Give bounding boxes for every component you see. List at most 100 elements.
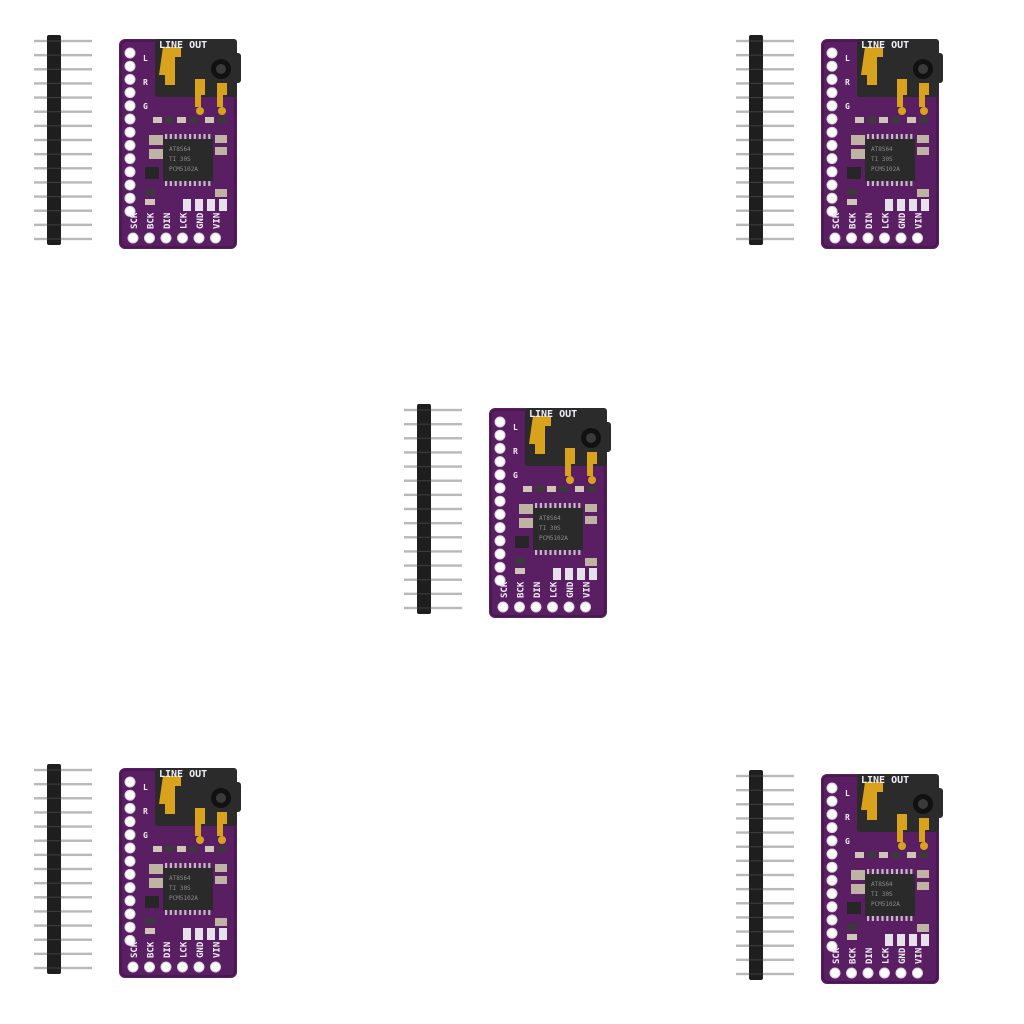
pin-label-din: DIN: [163, 213, 173, 229]
bottom-pad: [127, 961, 139, 973]
side-pad: [826, 861, 838, 873]
pin-label-bck: BCK: [849, 212, 859, 229]
header-pin: [34, 195, 92, 198]
bottom-pad: [210, 961, 221, 973]
header-pin: [736, 916, 794, 919]
header-pin: [34, 209, 92, 212]
header-pin: [736, 958, 794, 962]
pin-label-bck: BCK: [147, 941, 157, 958]
channel-label: L: [845, 789, 850, 798]
side-pad: [124, 179, 136, 191]
pin-label-din: DIN: [163, 942, 173, 958]
side-pad: [494, 495, 506, 507]
side-pad: [124, 139, 136, 151]
side-pad: [826, 927, 838, 939]
header-pin: [404, 465, 462, 468]
side-pad: [494, 456, 506, 468]
bottom-pad: [144, 232, 155, 244]
pin-label-gnd: GND: [196, 212, 206, 229]
side-pad: [826, 73, 838, 85]
chip-marking-2: TI 30S: [169, 885, 191, 892]
channel-label: R: [845, 813, 850, 822]
side-pads: [494, 416, 506, 586]
side-pads: [124, 47, 136, 217]
regulator: [847, 167, 861, 179]
pcm5102a-chip: AT8S64 TI 30S PCM5102A: [865, 869, 915, 921]
solder-jumpers: [885, 199, 929, 211]
pin-label-sck: SCK: [130, 212, 140, 229]
header-pin: [34, 966, 92, 970]
bottom-pads: [829, 232, 923, 244]
regulator: [847, 902, 861, 914]
header-pin: [736, 817, 794, 820]
bottom-pad: [127, 232, 139, 244]
header-pin: [736, 873, 794, 877]
channel-label: G: [845, 102, 850, 111]
header-pin: [34, 68, 92, 71]
side-pad: [826, 87, 838, 99]
header-pin: [34, 782, 92, 786]
header-pin: [736, 944, 794, 947]
passive-components: [847, 117, 929, 205]
bottom-pad: [177, 961, 188, 973]
chip-marking-1: AT8S64: [169, 875, 191, 882]
header-pin: [34, 896, 92, 899]
dac-board: LRG LINE OUT: [489, 408, 611, 618]
header-pin: [34, 867, 92, 871]
pin-header: [736, 35, 794, 245]
side-pad: [826, 205, 838, 217]
header-pin: [404, 578, 462, 581]
side-pad: [494, 574, 506, 586]
jack-gold-tab: [159, 47, 181, 85]
pcm5102-module: LRG LINE OUT: [34, 35, 241, 249]
side-pad: [124, 802, 136, 814]
side-pad: [124, 921, 136, 933]
side-pad: [826, 100, 838, 112]
header-pin: [404, 564, 462, 567]
bottom-pad: [514, 601, 525, 613]
header-pin: [736, 972, 794, 976]
header-pin: [34, 167, 92, 170]
line-out-label: LINE OUT: [861, 775, 909, 786]
passive-components: [145, 117, 227, 205]
header-pin: [736, 82, 794, 85]
header-pin: [404, 606, 462, 610]
bottom-pad: [829, 967, 841, 979]
header-pin: [34, 110, 92, 113]
header-pin: [34, 910, 92, 913]
bottom-pad: [580, 601, 591, 613]
bottom-pad: [912, 232, 923, 244]
channel-label: G: [143, 831, 148, 840]
header-pin: [34, 839, 92, 842]
header-pin: [34, 952, 92, 956]
side-pad: [494, 561, 506, 573]
regulator: [145, 167, 159, 179]
side-pad: [494, 548, 506, 560]
header-pin: [34, 181, 92, 184]
side-pad: [826, 126, 838, 138]
bottom-pad: [530, 601, 542, 613]
side-pad: [124, 47, 136, 59]
bottom-pad: [862, 967, 874, 979]
side-pad: [826, 940, 838, 952]
header-pin: [34, 96, 92, 99]
side-pad: [124, 73, 136, 85]
pin-label-lck: LCK: [180, 941, 190, 958]
pcm5102-module: LRG LINE OUT: [404, 404, 611, 618]
side-pad: [826, 166, 838, 178]
pin-label-sck: SCK: [130, 941, 140, 958]
header-pin: [736, 788, 794, 792]
side-pad: [826, 835, 838, 847]
header-pin: [404, 521, 462, 525]
header-pin: [736, 803, 794, 806]
chip-marking-1: AT8S64: [871, 881, 893, 888]
header-pin: [736, 181, 794, 184]
side-pad: [124, 776, 136, 788]
channel-label: L: [513, 423, 518, 432]
pin-label-din: DIN: [865, 213, 875, 229]
pin-label-lck: LCK: [882, 212, 892, 229]
